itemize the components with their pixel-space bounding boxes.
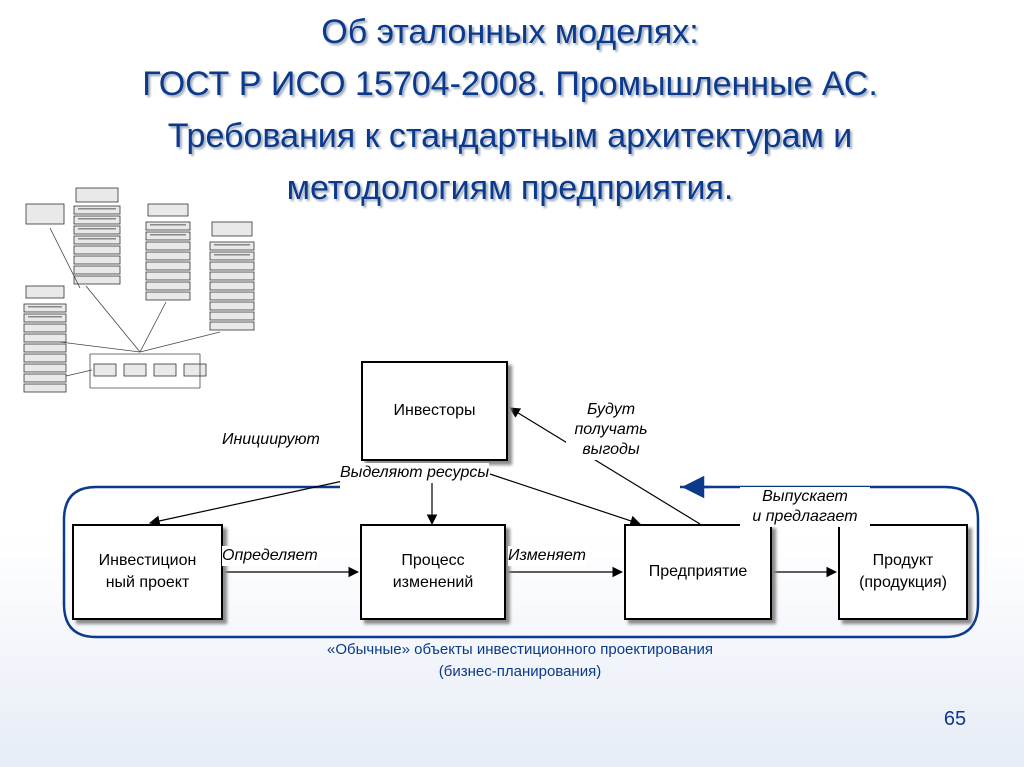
benefit-line2: получать xyxy=(574,421,648,438)
diagram-caption-line1: «Обычные» объекты инвестиционного проект… xyxy=(327,641,713,658)
benefit-line1: Будут xyxy=(586,401,636,418)
reference-model-thumbnail xyxy=(20,166,256,402)
investment-project-box: Инвестицион ный проект xyxy=(72,524,223,620)
enterprise-box: Предприятие xyxy=(624,524,772,620)
benefit-line3: выгоды xyxy=(582,441,640,458)
process-label-line1: Процесс xyxy=(401,552,465,569)
label-allocate-resources: Выделяют ресурсы xyxy=(340,463,490,483)
label-release: Выпускает и предлагает xyxy=(740,487,870,527)
title-line-3: Требования к стандартным архитектурам и xyxy=(167,117,853,155)
project-label-line2: ный проект xyxy=(105,574,190,591)
label-initiate: Инициируют xyxy=(222,430,320,450)
arrow-initiate xyxy=(148,473,376,527)
label-changes: Изменяет xyxy=(508,546,586,566)
process-label-line2: изменений xyxy=(392,574,474,591)
investors-label: Инвесторы xyxy=(393,402,476,419)
product-box: Продукт (продукция) xyxy=(838,524,968,620)
label-benefit: Будут получать выгоды xyxy=(566,400,656,460)
release-line2: и предлагает xyxy=(752,508,858,525)
project-label-line1: Инвестицион xyxy=(98,552,197,569)
change-process-box: Процесс изменений xyxy=(360,524,506,620)
arrow-benefit xyxy=(509,407,701,525)
product-label-line1: Продукт xyxy=(872,552,934,569)
slide-title: Об эталонных моделях: ГОСТ Р ИСО 15704-2… xyxy=(60,6,960,214)
title-line-1: Об эталонных моделях: xyxy=(321,13,699,51)
enterprise-label: Предприятие xyxy=(648,563,748,580)
product-label-line2: (продукция) xyxy=(859,574,947,591)
title-line-4: методологиям предприятия. xyxy=(286,169,734,207)
feedback-loop xyxy=(62,485,980,639)
arrow-resources-enterprise xyxy=(489,473,642,527)
label-defines: Определяет xyxy=(222,546,318,566)
diagram-caption-line2: (бизнес-планирования) xyxy=(438,663,602,680)
investors-box: Инвесторы xyxy=(361,361,508,461)
page-number: 65 xyxy=(943,708,967,730)
release-line1: Выпускает xyxy=(762,488,848,505)
title-line-2: ГОСТ Р ИСО 15704-2008. Промышленные АС. xyxy=(142,65,878,103)
